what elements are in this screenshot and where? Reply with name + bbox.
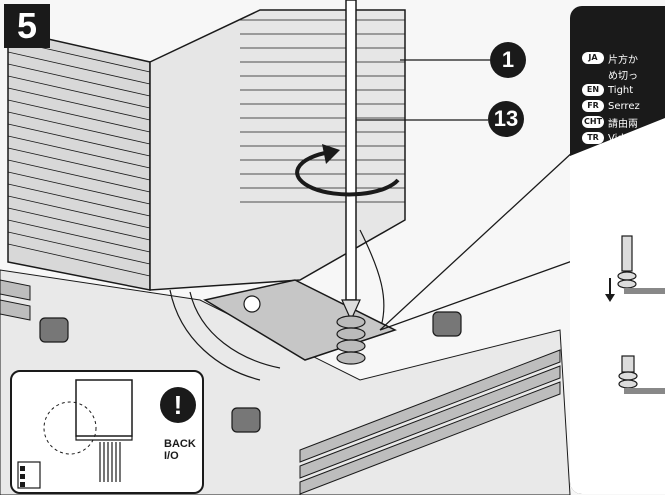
instruction-ja-cont: め切っ: [582, 66, 665, 82]
step-number-badge: 5: [4, 4, 50, 48]
lang-badge-tr: TR: [582, 132, 604, 144]
lang-badge-fr: FR: [582, 100, 604, 112]
exclamation-icon: !: [160, 387, 196, 423]
instruction-fr: FR Serrez: [582, 98, 665, 114]
instruction-text: Serrez: [608, 100, 640, 112]
instruction-tr: TR Vidala: [582, 130, 665, 146]
callout-part-1: 1: [490, 42, 526, 78]
rotation-arrow-icon: [295, 144, 400, 197]
lang-badge-cht: CHT: [582, 116, 605, 128]
back-io-label: BACK I/O: [164, 438, 196, 462]
back-io-warning-inset: ! BACK I/O: [10, 370, 204, 494]
heatsink-fin-stack: [7, 9, 406, 291]
down-arrow-icon: [605, 278, 615, 302]
lang-badge-ja: JA: [582, 52, 604, 64]
callout-leaders: [356, 59, 576, 331]
heatpipes: [169, 229, 385, 381]
callout-part-13: 13: [488, 101, 524, 137]
instruction-text: Vidala: [608, 132, 639, 144]
back-io-label-line1: BACK: [164, 438, 196, 450]
instruction-text: 片方か: [608, 54, 638, 66]
back-io-clearance-diagram: [17, 379, 133, 489]
screwdriver: [341, 0, 361, 322]
instruction-cht: CHT 請由兩: [582, 114, 665, 130]
lang-badge-en: EN: [582, 84, 604, 96]
instruction-text: Tight: [608, 84, 634, 96]
thumb-screws: [39, 311, 462, 433]
back-io-label-line2: I/O: [164, 450, 179, 462]
spring-screw: [336, 315, 366, 365]
instruction-list: JA 片方か め切っ EN Tight FR Serrez CHT 請由兩 TR…: [582, 50, 665, 146]
detail-illustration: [570, 118, 665, 494]
instruction-en: EN Tight: [582, 82, 665, 98]
instruction-text: 請由兩: [608, 118, 639, 130]
instruction-ja: JA 片方か: [582, 50, 665, 66]
instruction-text: め切っ: [608, 70, 638, 82]
